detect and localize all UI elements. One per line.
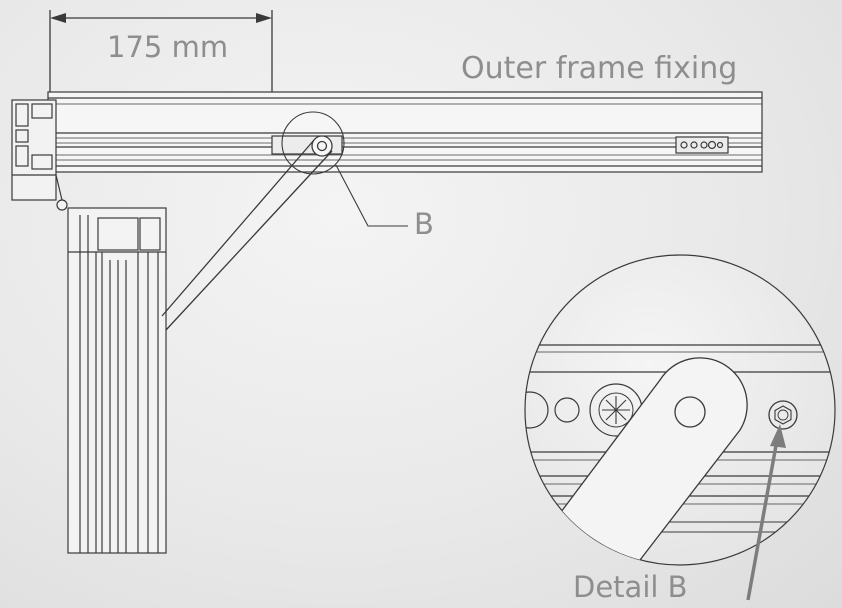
stay-arm <box>161 135 333 331</box>
pointer-arrow <box>746 424 786 601</box>
dimension-label: 175 mm <box>107 30 229 64</box>
outer-frame-profile <box>30 91 763 173</box>
outer-frame-fixing-label: Outer frame fixing <box>461 51 738 86</box>
left-frame-profile <box>11 99 68 211</box>
detail-b-view <box>524 254 836 566</box>
callout-b-label: B <box>414 207 434 241</box>
sash-profile <box>67 207 167 554</box>
detail-b-marker <box>281 111 408 227</box>
detail-b-label: Detail B <box>573 570 688 604</box>
